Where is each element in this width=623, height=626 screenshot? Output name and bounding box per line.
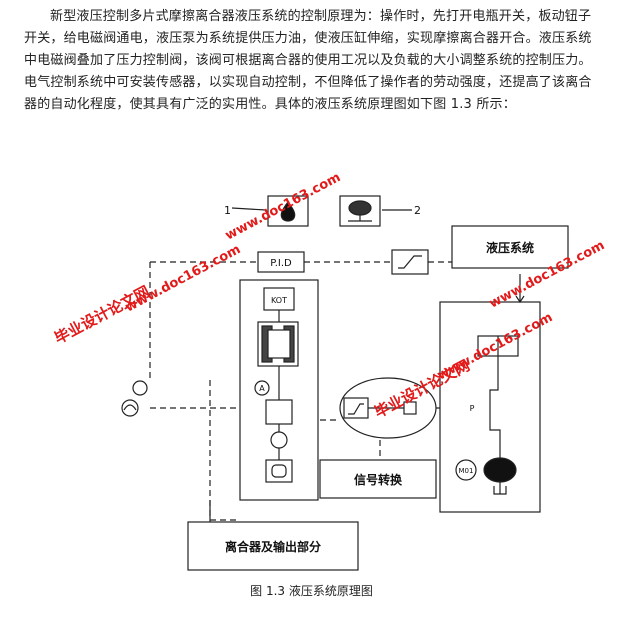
gearbox bbox=[265, 399, 293, 425]
motor bbox=[455, 459, 477, 481]
watermark-site-2: www.doc163.com bbox=[123, 242, 243, 315]
leader-1 bbox=[231, 207, 267, 211]
label-2: 2 bbox=[414, 204, 421, 217]
watermark-text-1: 毕业设计论文网 bbox=[51, 282, 152, 347]
watermark-site-1: www.doc163.com bbox=[223, 170, 343, 243]
label-1: 1 bbox=[224, 204, 231, 217]
signal-conversion-label: 信号转换 bbox=[354, 472, 403, 487]
a-label: A bbox=[259, 384, 265, 393]
body-paragraph: 新型液压控制多片式摩擦离合器液压系统的控制原理为：操作时，先打开电瓶开关，板动钮… bbox=[24, 9, 592, 112]
hydraulic-label-box bbox=[451, 225, 569, 269]
hydraulic-system-label: 液压系统 bbox=[486, 240, 534, 255]
drop-icon bbox=[280, 200, 296, 222]
clutch-output-label: 离合器及输出部分 bbox=[225, 539, 321, 554]
limiter-box bbox=[391, 249, 429, 275]
figure-caption: 图 1.3 液压系统原理图 bbox=[250, 584, 373, 598]
sensor-bottom bbox=[121, 399, 139, 417]
sensor-top bbox=[132, 380, 148, 396]
clutch-output-box bbox=[187, 521, 359, 571]
motor-label: M01 bbox=[459, 467, 474, 475]
p-label: P bbox=[470, 404, 475, 413]
gauge-a bbox=[254, 380, 270, 396]
signal-box bbox=[319, 459, 437, 499]
pid-label: P.I.D bbox=[270, 258, 292, 269]
kot-label: KOT bbox=[271, 296, 287, 305]
pump bbox=[483, 457, 517, 483]
tree-icon bbox=[348, 200, 372, 216]
